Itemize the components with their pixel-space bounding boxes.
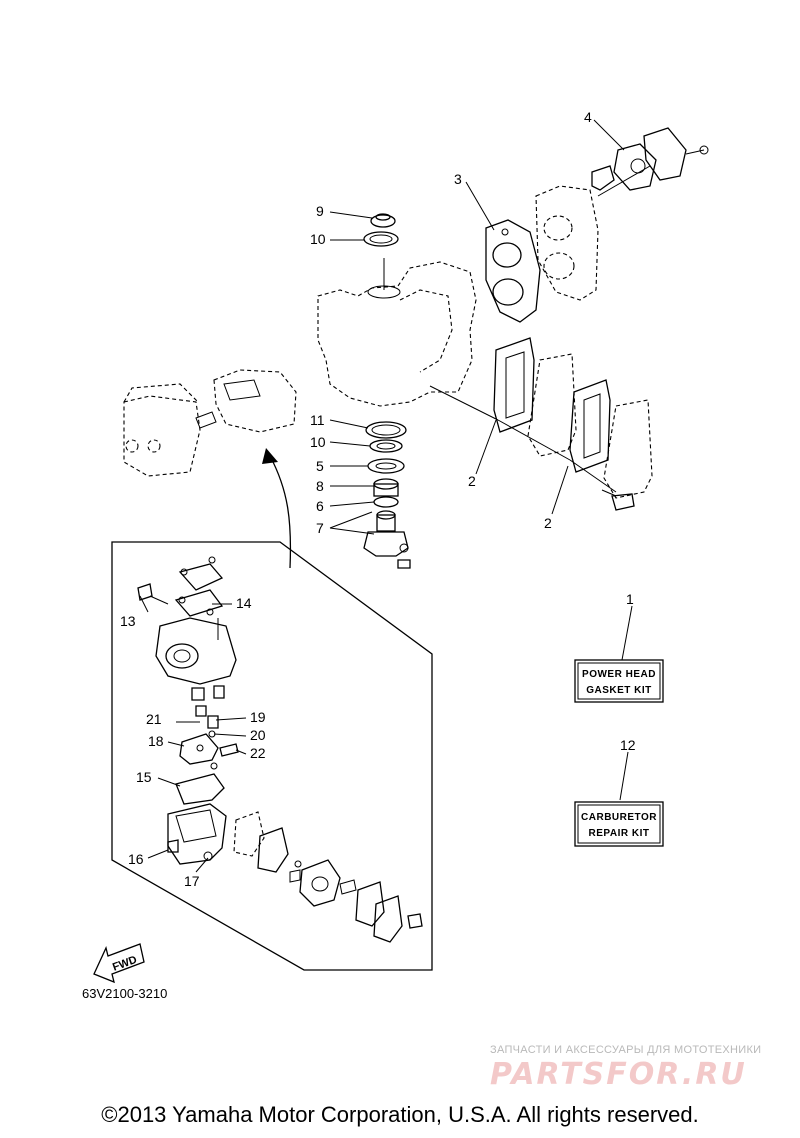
callout-16: 16: [128, 851, 144, 867]
carburetor-detail-frame: [111, 541, 433, 971]
watermark-caption: ЗАПЧАСТИ И АКСЕССУАРЫ ДЛЯ МОТОТЕХНИКИ: [490, 1044, 762, 1056]
callout-8: 8: [316, 478, 324, 494]
thermostat-drawing: [591, 127, 709, 197]
assembly-arrow: [269, 455, 292, 569]
carburetor-drawing: [137, 556, 423, 943]
engine-block-drawing: [317, 258, 617, 493]
intake-silencer-drawing: [123, 369, 297, 477]
callout-12: 12: [620, 737, 636, 753]
callout-14: 14: [236, 595, 252, 611]
callout-3: 3: [454, 171, 462, 187]
leader-lines: [139, 119, 633, 873]
power-head-kit-line1: POWER HEAD: [582, 669, 656, 680]
watermark-logo: PARTSFOR.RU: [490, 1057, 747, 1092]
callout-10b: 10: [310, 434, 326, 450]
diagram-code: 63V2100-3210: [82, 986, 168, 1001]
assembly-arrow-head: [262, 448, 278, 464]
callout-21: 21: [146, 711, 162, 727]
callout-2a: 2: [468, 473, 476, 489]
callout-17: 17: [184, 873, 200, 889]
power-head-gasket-kit-box: POWER HEAD GASKET KIT: [574, 659, 664, 703]
callout-10a: 10: [310, 231, 326, 247]
callout-11: 11: [310, 412, 325, 428]
callout-18: 18: [148, 733, 164, 749]
callout-13: 13: [120, 613, 136, 629]
callout-labels: 1 2 2 3 4 5 6 7 8 9 10 10 11 12 13 14 15…: [120, 109, 636, 889]
carburetor-kit-line1: CARBURETOR: [581, 812, 657, 823]
callout-5: 5: [316, 458, 324, 474]
callout-9: 9: [316, 203, 324, 219]
exhaust-cover-gasket-drawing: [485, 185, 599, 323]
callout-15: 15: [136, 769, 152, 785]
intake-gasket-drawing: [493, 337, 653, 511]
fwd-arrow-icon: FWD: [93, 943, 145, 984]
callout-4: 4: [584, 109, 592, 125]
callout-7: 7: [316, 520, 324, 536]
carburetor-repair-kit-box: CARBURETOR REPAIR KIT: [574, 801, 664, 847]
callout-22: 22: [250, 745, 266, 761]
copyright-notice: ©2013 Yamaha Motor Corporation, U.S.A. A…: [101, 1102, 699, 1127]
callout-19: 19: [250, 709, 266, 725]
callout-6: 6: [316, 498, 324, 514]
callout-20: 20: [250, 727, 266, 743]
fwd-label: FWD: [111, 954, 139, 974]
oil-seal-upper-drawing: [363, 213, 399, 247]
power-head-kit-line2: GASKET KIT: [586, 685, 652, 696]
lower-seal-stack-drawing: [363, 421, 411, 569]
callout-2b: 2: [544, 515, 552, 531]
carburetor-kit-line2: REPAIR KIT: [589, 828, 650, 839]
callout-1: 1: [626, 591, 634, 607]
